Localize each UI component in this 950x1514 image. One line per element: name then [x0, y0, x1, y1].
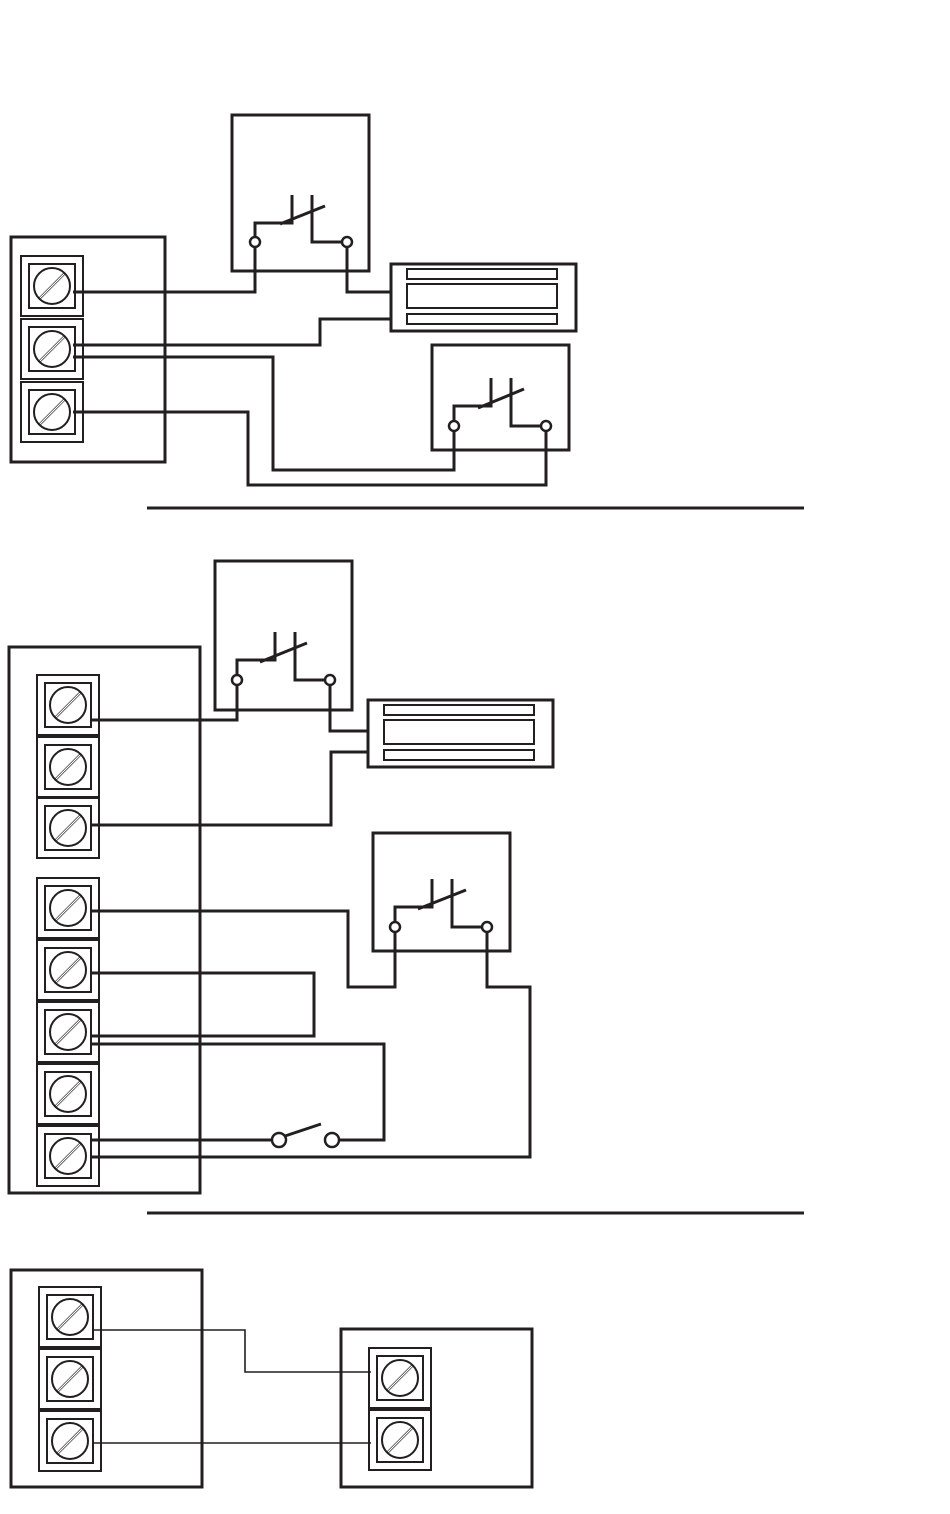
screw-icon [34, 268, 70, 304]
screw-icon [34, 394, 70, 430]
screw-icon [50, 1076, 86, 1112]
panel-2 [9, 561, 553, 1193]
contact-terminal-2a-left [232, 675, 242, 685]
panel-3 [11, 1270, 532, 1487]
screw-icon [50, 890, 86, 926]
pushbutton-switch-no [272, 1124, 339, 1147]
panel1-terminal-1 [21, 256, 83, 316]
screw-icon [52, 1423, 88, 1459]
panel3-terminal-2 [39, 1349, 101, 1409]
contact-terminal-1a-right [342, 237, 352, 247]
screw-icon [50, 687, 86, 723]
contact-terminal-2b-right [482, 922, 492, 932]
contact-terminal-2a-right [325, 675, 335, 685]
contact-terminal-2b-left [390, 922, 400, 932]
screw-icon [50, 749, 86, 785]
panel2-terminal-1 [37, 675, 99, 735]
screw-icon [50, 952, 86, 988]
screw-icon [50, 810, 86, 846]
panel-1 [11, 115, 576, 485]
contact-terminal-1b-left [449, 421, 459, 431]
screw-icon [50, 1014, 86, 1050]
panel2-terminal-6 [37, 1002, 99, 1062]
panel3-terminal-3 [39, 1411, 101, 1471]
panel2-terminal-3 [37, 798, 99, 858]
remote-terminal-1 [369, 1348, 431, 1408]
screw-icon [34, 331, 70, 367]
panel2-terminal-8 [37, 1126, 99, 1186]
screw-icon [382, 1422, 418, 1458]
panel2-terminal-2 [37, 737, 99, 797]
remote-terminal-2 [369, 1410, 431, 1470]
terminal-block-3 [39, 1287, 101, 1471]
panel2-terminal-7 [37, 1064, 99, 1124]
magnetic-lock-2 [368, 700, 553, 767]
screw-icon [52, 1299, 88, 1335]
panel2-terminal-4 [37, 878, 99, 938]
screw-icon [382, 1360, 418, 1396]
remote-terminal-block [369, 1348, 431, 1470]
contact-terminal-1a-left [250, 237, 260, 247]
terminal-block-2 [37, 675, 99, 1186]
panel3-terminal-1 [39, 1287, 101, 1347]
screw-icon [50, 1138, 86, 1174]
terminal-block-1 [21, 256, 83, 442]
magnetic-lock-1 [391, 264, 576, 331]
contact-terminal-1b-right [541, 421, 551, 431]
panel2-terminal-5 [37, 940, 99, 1000]
panel1-terminal-2 [21, 319, 83, 379]
screw-icon [52, 1361, 88, 1397]
